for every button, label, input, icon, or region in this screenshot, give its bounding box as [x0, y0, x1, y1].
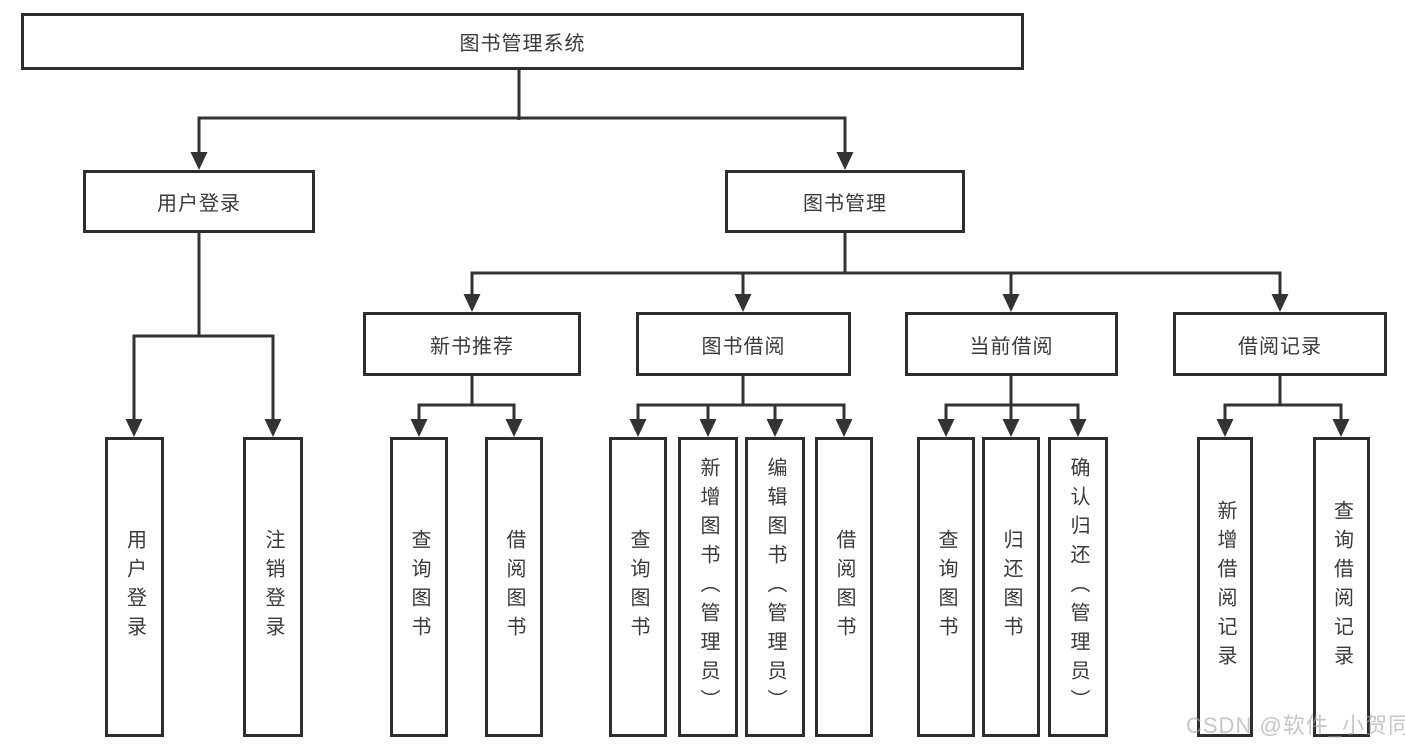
leaf-add-borrow-record: 新增借阅记录	[1197, 437, 1253, 737]
leaf-borrow-books: 借阅图书	[815, 437, 873, 737]
node-root-system: 图书管理系统	[21, 13, 1024, 70]
node-book-borrow: 图书借阅	[636, 312, 851, 376]
leaf-query-borrow-record: 查询借阅记录	[1313, 437, 1370, 737]
leaf-return-books: 归还图书	[982, 437, 1040, 737]
leaf-logout: 注销登录	[243, 437, 303, 737]
leaf-add-books-admin: 新增图书（管理员）	[678, 437, 738, 737]
node-new-book-recommend: 新书推荐	[363, 312, 581, 376]
leaf-confirm-return-admin: 确认归还（管理员）	[1048, 437, 1108, 737]
csdn-watermark: CSDN @软件_小贺同学	[1186, 713, 1405, 738]
leaf-edit-books-admin: 编辑图书（管理员）	[745, 437, 805, 737]
node-borrow-records: 借阅记录	[1173, 312, 1387, 376]
leaf-query-books-recommend: 查询图书	[390, 437, 448, 737]
leaf-query-books-borrow: 查询图书	[609, 437, 667, 737]
leaf-user-login: 用户登录	[105, 437, 164, 737]
leaf-query-books-current: 查询图书	[917, 437, 975, 737]
node-current-borrow: 当前借阅	[905, 312, 1118, 376]
leaf-borrow-books-recommend: 借阅图书	[485, 437, 543, 737]
node-user-login-module: 用户登录	[83, 170, 315, 233]
node-book-management-module: 图书管理	[725, 170, 965, 233]
